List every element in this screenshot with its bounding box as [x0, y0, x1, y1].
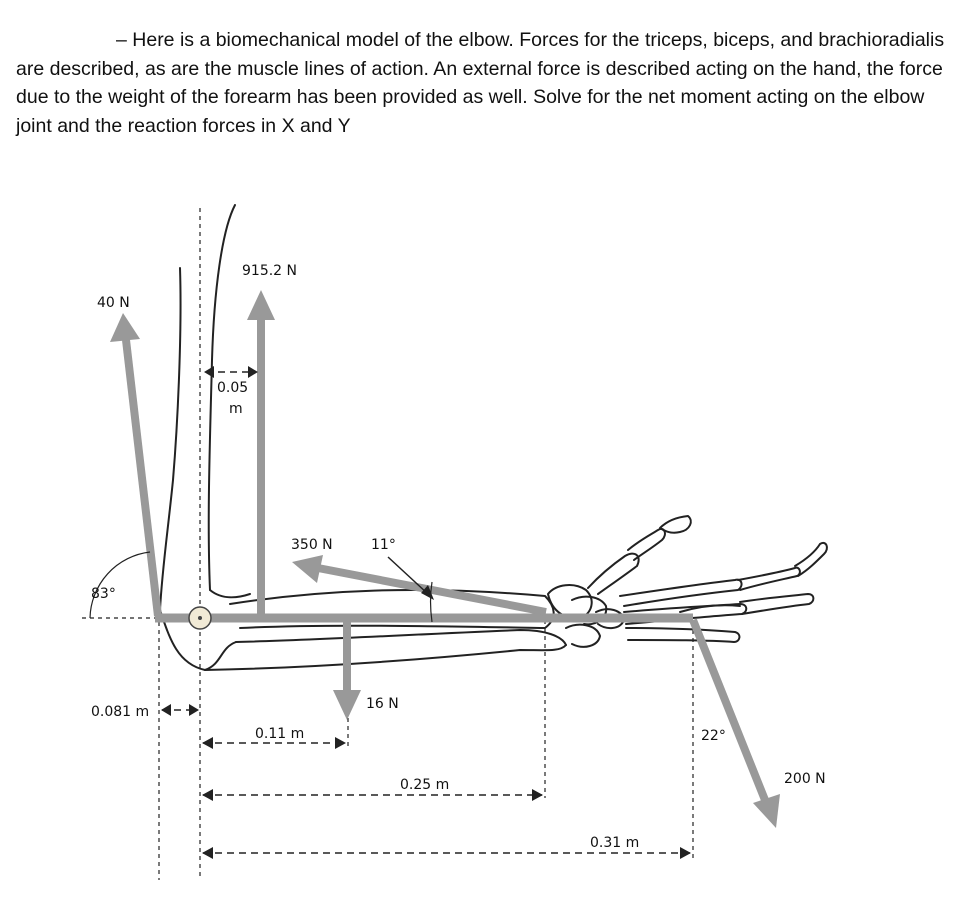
brachioradialis-distance-label: 0.25 m	[400, 777, 449, 793]
biceps-distance-label-1: 0.05	[217, 380, 248, 396]
biceps-distance-label-2: m	[229, 401, 243, 417]
brachioradialis-angle-label: 11°	[371, 537, 396, 553]
forearm-weight-distance-label: 0.11 m	[255, 726, 304, 742]
triceps-angle-label: 83°	[91, 586, 116, 602]
forearm-weight-label: 16 N	[366, 696, 399, 712]
external-force-label: 200 N	[784, 771, 826, 787]
biceps-distance-dimension	[204, 366, 258, 378]
brachioradialis-force-label: 350 N	[291, 537, 333, 553]
triceps-force-label: 40 N	[97, 295, 130, 311]
triceps-angle-arc	[89, 551, 151, 619]
biceps-force-arrow	[247, 290, 275, 616]
brachioradialis-distance-dimension	[202, 789, 543, 801]
forearm-weight-arrow	[333, 622, 361, 720]
external-force-distance-label: 0.31 m	[590, 835, 639, 851]
external-force-distance-dimension	[202, 847, 691, 859]
triceps-distance-label: 0.081 m	[91, 704, 149, 720]
external-force-arrow	[689, 618, 780, 828]
triceps-distance-dimension	[161, 704, 199, 716]
problem-statement: – Here is a biomechanical model of the e…	[16, 29, 945, 137]
brachioradialis-force-arrow	[292, 555, 547, 616]
external-angle-label: 22°	[701, 728, 726, 744]
forearm-weight-distance-dimension	[202, 737, 346, 749]
brachioradialis-angle-pointer	[387, 556, 434, 623]
triceps-force-arrow	[110, 313, 162, 617]
biceps-force-label: 915.2 N	[242, 263, 297, 279]
